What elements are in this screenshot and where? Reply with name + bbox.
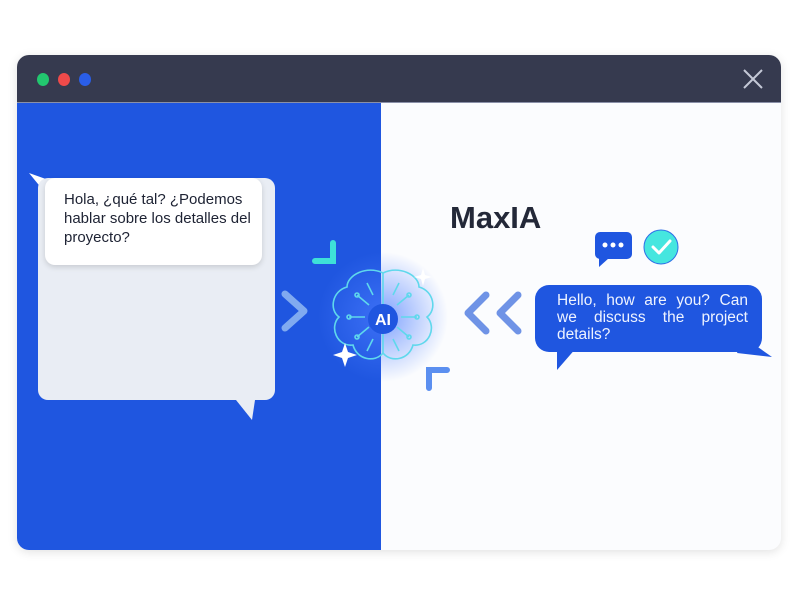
right-message-text: Hello, how are you? Can we discuss the p…: [557, 292, 748, 343]
check-circle-icon: [643, 229, 679, 265]
sparkle-icon: [333, 343, 357, 367]
bubble-tail-icon: [232, 395, 255, 420]
ai-label: AI: [375, 312, 391, 329]
chevrons-left-icon: [464, 291, 522, 335]
brand-title: MaxIA: [450, 200, 542, 235]
window-control-blue[interactable]: [79, 73, 91, 86]
app-window: AI Hola, ¿qué tal? ¿Podemos hablar sobre…: [17, 55, 781, 550]
ai-badge: [368, 304, 398, 334]
window-control-green[interactable]: [37, 73, 49, 86]
sparkle-icon: [414, 268, 432, 286]
ai-brain-icon: [332, 269, 434, 360]
bracket-icon: [312, 240, 336, 264]
left-message-text: Hola, ¿qué tal? ¿Podemos hablar sobre lo…: [64, 191, 251, 246]
left-message-bubble: Hola, ¿qué tal? ¿Podemos hablar sobre lo…: [45, 178, 262, 265]
chat-dots-icon: [595, 232, 632, 267]
right-message-bubble: Hello, how are you? Can we discuss the p…: [535, 285, 762, 352]
bubble-tail-icon: [557, 347, 577, 370]
window-control-red[interactable]: [58, 73, 70, 86]
close-icon[interactable]: [741, 67, 765, 91]
bracket-icon: [426, 367, 450, 391]
title-bar: [17, 55, 781, 103]
